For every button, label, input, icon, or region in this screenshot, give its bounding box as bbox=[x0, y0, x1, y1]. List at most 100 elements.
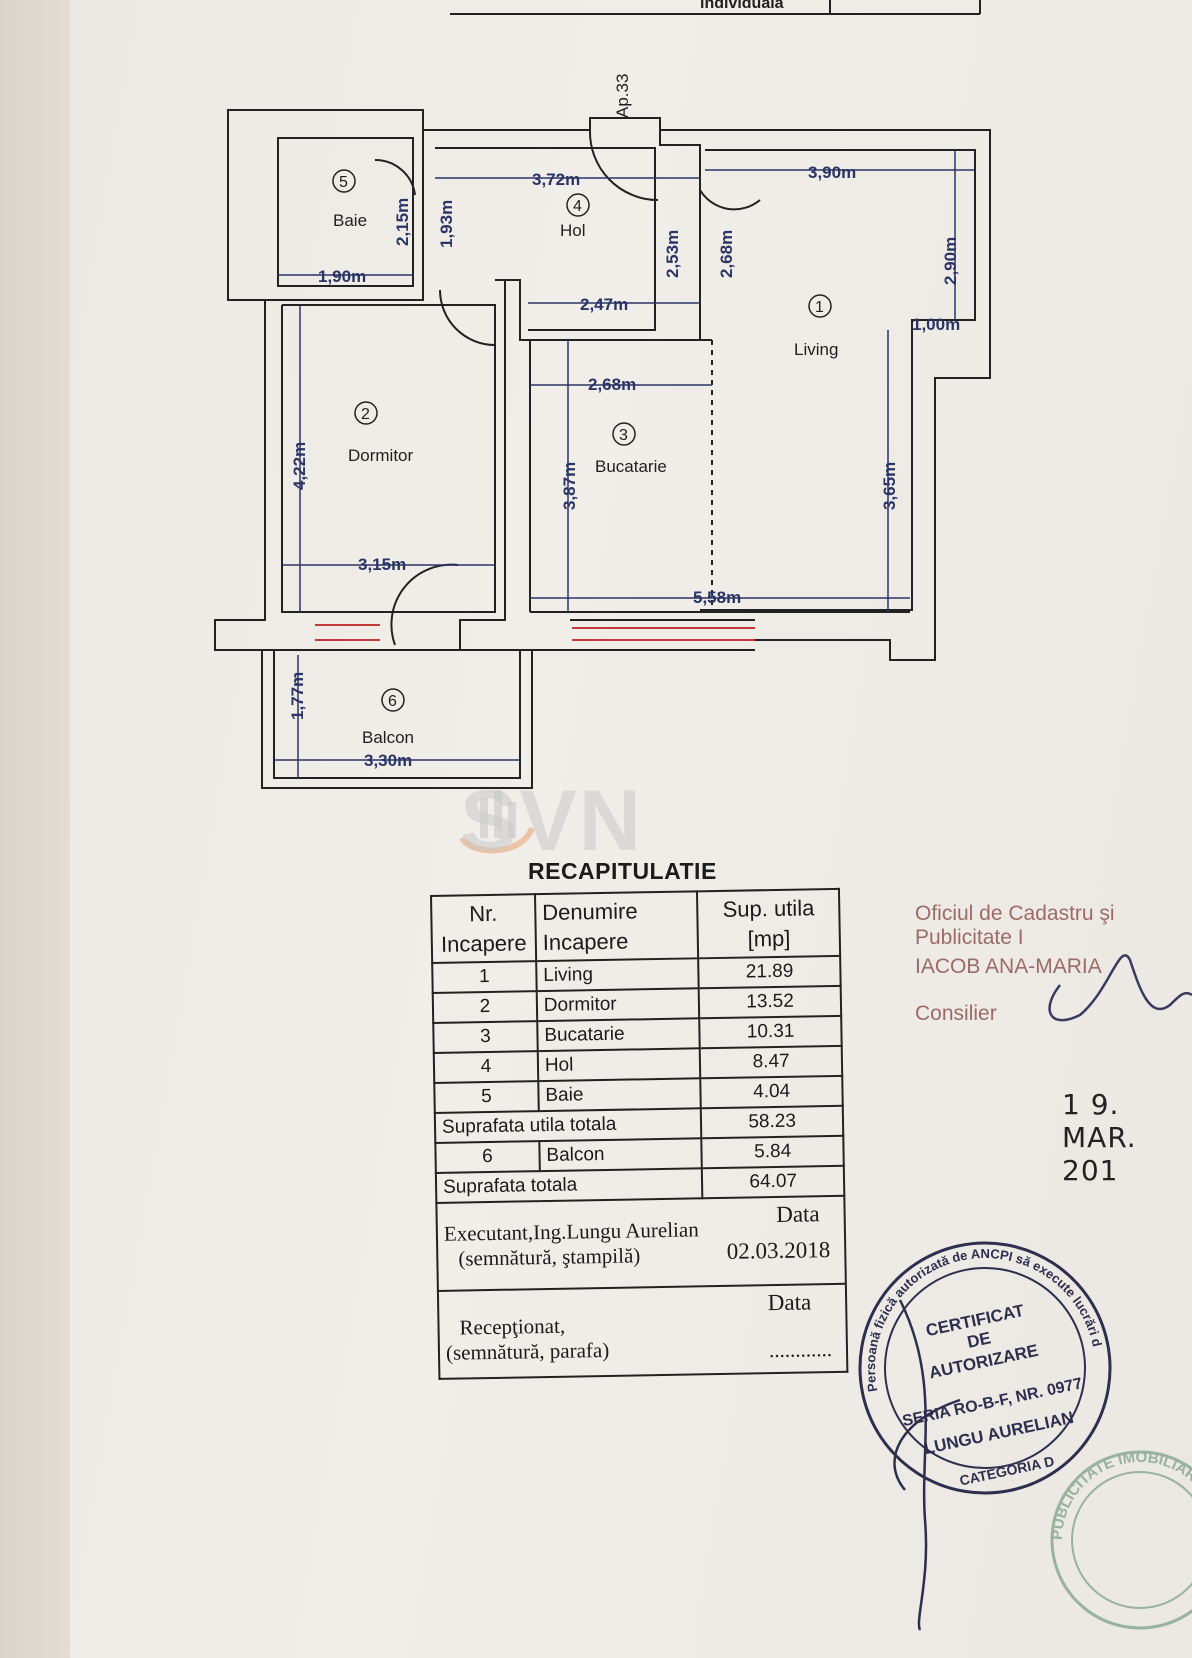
balcon-nr: 6 bbox=[435, 1141, 540, 1174]
data-label: Data bbox=[775, 1201, 820, 1228]
door-dormitor bbox=[439, 289, 496, 346]
ocpi-name: IACOB ANA-MARIA bbox=[915, 955, 1102, 978]
room-name-bucatarie: Bucatarie bbox=[595, 457, 667, 476]
dim-baie-h: 2,15m bbox=[393, 198, 412, 246]
room-name-hol: Hol bbox=[560, 221, 586, 240]
page-fold bbox=[0, 0, 70, 1658]
row-nr: 1 bbox=[432, 961, 537, 994]
data-dots: ............ bbox=[768, 1337, 833, 1363]
living-inner bbox=[700, 149, 976, 611]
recap-title: RECAPITULATIE bbox=[528, 858, 717, 884]
row-nr: 3 bbox=[433, 1021, 538, 1054]
dim-living-side: 2,68m bbox=[717, 230, 736, 278]
total-label: Suprafata totala bbox=[435, 1168, 703, 1204]
room-num-1: 1 bbox=[815, 299, 824, 316]
dim-living-w: 3,90m bbox=[808, 163, 856, 182]
row-nr: 2 bbox=[432, 991, 538, 1024]
top-text: individuala bbox=[700, 0, 784, 12]
row-area: 13.52 bbox=[699, 986, 842, 1019]
seal-line2: DE bbox=[966, 1328, 993, 1351]
room-name-balcon: Balcon bbox=[362, 728, 414, 747]
row-area: 4.04 bbox=[700, 1076, 843, 1109]
room-name-baie: Baie bbox=[333, 211, 367, 230]
receptionat-cell: Recepţionat, (semnătură, parafa) Data ..… bbox=[437, 1284, 848, 1380]
row-name: Hol bbox=[537, 1048, 701, 1082]
room-num-5: 5 bbox=[339, 174, 348, 191]
dim-buc-w: 2,68m bbox=[588, 375, 636, 394]
document-page bbox=[70, 0, 1192, 1658]
col-name: Denumire Incapere bbox=[534, 891, 699, 962]
dim-hol-h: 1,93m bbox=[437, 200, 456, 248]
receptionat-row: Recepţionat, (semnătură, parafa) Data ..… bbox=[437, 1284, 848, 1380]
row-area: 8.47 bbox=[700, 1046, 843, 1079]
row-name: Dormitor bbox=[536, 988, 700, 1022]
room-num-2: 2 bbox=[361, 406, 370, 423]
room-num-4: 4 bbox=[573, 198, 582, 215]
col-area: Sup. utila [mp] bbox=[697, 888, 841, 959]
dim-dorm-h: 4,22m bbox=[290, 442, 309, 490]
dim-hol-bottom: 2,47m bbox=[580, 295, 628, 314]
dorm-outer-right bbox=[459, 280, 570, 651]
recap-header-row: Nr. Incapere Denumire Incapere Sup. util… bbox=[431, 888, 841, 964]
data-value: 02.03.2018 bbox=[726, 1237, 831, 1265]
row-name: Baie bbox=[538, 1078, 702, 1112]
dim-dorm-w: 3,15m bbox=[358, 555, 406, 574]
door-living bbox=[699, 189, 761, 211]
dim-balcon-h: 1,77m bbox=[288, 672, 307, 720]
balcon-area: 5.84 bbox=[701, 1136, 844, 1169]
watermark-logo-icon bbox=[459, 790, 535, 854]
col-nr: Nr. Incapere bbox=[431, 894, 537, 964]
baie-inner bbox=[277, 137, 414, 287]
door-balcon bbox=[390, 563, 459, 646]
row-nr: 4 bbox=[433, 1051, 539, 1084]
executant-cell: Executant,Ing.Lungu Aurelian (semnătură,… bbox=[436, 1196, 846, 1292]
hol-wall bbox=[423, 117, 701, 341]
dim-balcon-w: 3,30m bbox=[364, 751, 412, 770]
watermark-text: SVN bbox=[460, 773, 643, 869]
recap-table: Nr. Incapere Denumire Incapere Sup. util… bbox=[430, 888, 848, 1380]
row-name: Bucatarie bbox=[537, 1018, 701, 1052]
room-name-dormitor: Dormitor bbox=[348, 446, 414, 465]
baie-wall bbox=[227, 109, 424, 301]
total-util-value: 58.23 bbox=[701, 1106, 844, 1139]
dim-hol-w: 3,72m bbox=[532, 170, 580, 189]
dorm-inner bbox=[281, 304, 496, 613]
apartment-label: Ap.33 bbox=[613, 74, 632, 118]
balcon-inner bbox=[273, 649, 521, 779]
data-label-2: Data bbox=[767, 1289, 812, 1316]
dorm-wall bbox=[214, 300, 315, 651]
row-area: 21.89 bbox=[698, 956, 841, 989]
living-wall bbox=[660, 129, 991, 661]
ocpi-office: Oficiul de Cadastru şi Publicitate I bbox=[915, 902, 1115, 949]
room-name-living: Living bbox=[794, 340, 838, 359]
dim-total-w: 5,58m bbox=[693, 588, 741, 607]
dim-buc-h: 3,87m bbox=[560, 462, 579, 510]
top-form-box bbox=[450, 0, 981, 15]
signature-ocpi bbox=[1048, 954, 1192, 1022]
balcon-name: Balcon bbox=[539, 1138, 703, 1172]
dim-living-offset: 1,00m bbox=[912, 315, 960, 334]
seal-category: CATEGORIA D bbox=[958, 1453, 1056, 1489]
door-baie bbox=[374, 158, 416, 196]
door-hol-entry bbox=[588, 129, 659, 201]
executant-row: Executant,Ing.Lungu Aurelian (semnătură,… bbox=[436, 1196, 846, 1292]
dimension-labels: 3,72m 3,90m 1,90m 2,47m 1,00m 2,68m 3,15… bbox=[288, 163, 960, 770]
ocpi-role: Consilier bbox=[915, 1002, 997, 1025]
room-num-3: 3 bbox=[619, 427, 628, 444]
window-marks bbox=[315, 624, 755, 641]
total-util-label: Suprafata utila totala bbox=[434, 1108, 702, 1144]
room-markers: 5 Baie 4 Hol 1 Living 2 Dormitor 3 Bucat… bbox=[332, 169, 838, 747]
hol-inner bbox=[435, 147, 656, 331]
dim-living-h-upper: 2,90m bbox=[941, 237, 960, 285]
row-nr: 5 bbox=[434, 1081, 539, 1114]
dim-hol-side: 2,53m bbox=[663, 230, 682, 278]
row-name: Living bbox=[536, 958, 700, 992]
ocpi-date: 1 9. MAR. 201 bbox=[1062, 1088, 1137, 1187]
dim-baie-w: 1,90m bbox=[318, 267, 366, 286]
room-num-6: 6 bbox=[388, 693, 397, 710]
signature bbox=[893, 1299, 961, 1631]
row-area: 10.31 bbox=[699, 1016, 842, 1049]
total-value: 64.07 bbox=[702, 1166, 845, 1199]
dim-living-h: 3,65m bbox=[880, 462, 899, 510]
